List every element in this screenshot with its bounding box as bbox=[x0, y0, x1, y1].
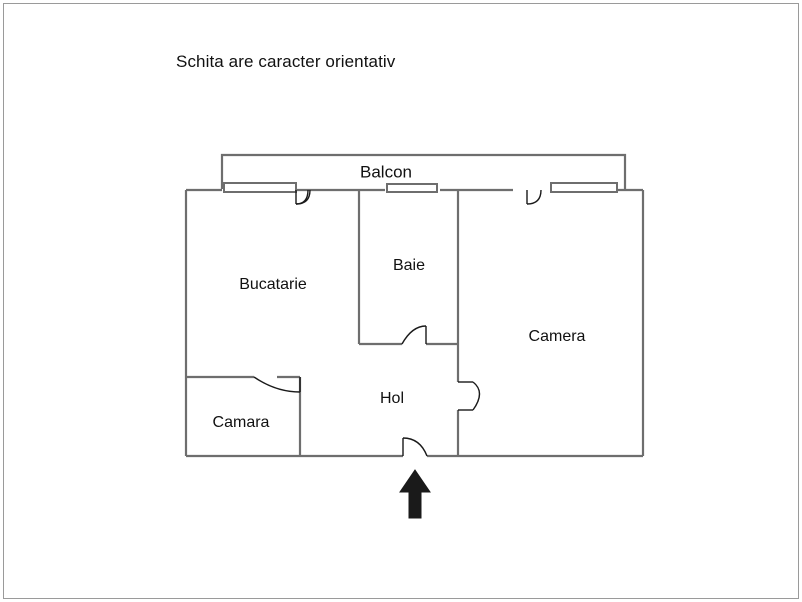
balcony-door-kitchen bbox=[295, 189, 309, 205]
door-entrance bbox=[402, 437, 428, 457]
exterior-walls bbox=[184, 188, 645, 458]
door-camera bbox=[458, 381, 481, 411]
interior-walls bbox=[186, 190, 460, 456]
window-room bbox=[550, 182, 618, 193]
room-label-bucatarie: Bucatarie bbox=[239, 276, 307, 293]
window-bathroom bbox=[386, 183, 438, 193]
window-kitchen bbox=[223, 182, 297, 193]
balcony-door-kitchen-leaf bbox=[295, 189, 311, 205]
door-baie bbox=[401, 325, 427, 345]
entrance-arrow-icon bbox=[399, 469, 431, 519]
room-label-baie: Baie bbox=[393, 257, 425, 274]
room-label-hol: Hol bbox=[380, 390, 404, 407]
room-label-camara: Camara bbox=[213, 414, 270, 431]
door-camara bbox=[253, 376, 301, 393]
balcony-outline bbox=[220, 153, 627, 190]
balcony-door-room bbox=[526, 189, 542, 205]
room-label-camera: Camera bbox=[529, 328, 586, 345]
page-title: Schita are caracter orientativ bbox=[176, 52, 396, 71]
room-label-balcon: Balcon bbox=[360, 162, 412, 181]
